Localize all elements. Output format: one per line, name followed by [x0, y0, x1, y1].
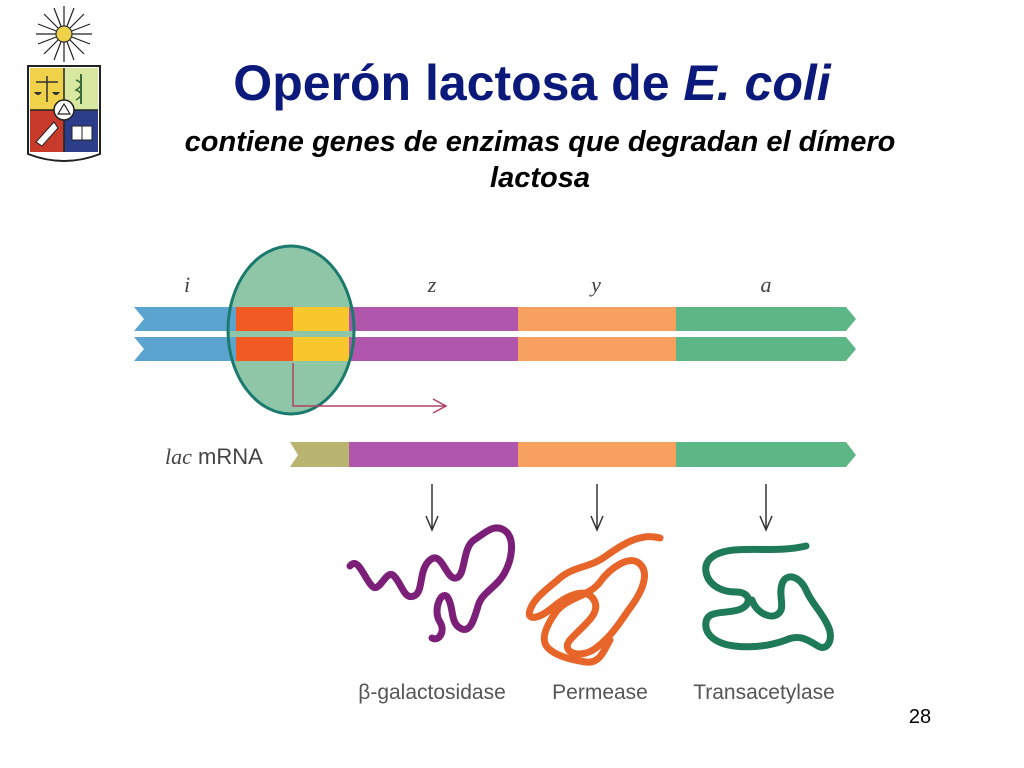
mrna-leader: [290, 442, 349, 467]
mrna-label-text: mRNA: [192, 444, 263, 469]
dna-segment-p: [236, 307, 293, 331]
gene-label-a: a: [761, 272, 772, 297]
dna-segment-a: [676, 307, 856, 331]
gene-label-i: i: [184, 272, 190, 297]
title-main: Operón lactosa de: [233, 55, 684, 111]
down-arrow-icon: [759, 484, 773, 532]
dna-segment-i: [134, 337, 236, 361]
slide-subtitle: contiene genes de enzimas que degradan e…: [100, 124, 980, 196]
transcription-arrow: [292, 363, 448, 414]
shield-icon: [27, 65, 101, 162]
beta-galactosidase-protein-icon: [346, 524, 515, 643]
subtitle-line-1: contiene genes de enzimas que degradan e…: [184, 126, 896, 158]
lac-mrna-bar: [290, 442, 856, 467]
enzyme-label-transacetylase: Transacetylase: [693, 681, 835, 704]
enzyme-label-beta-galactosidase: β-galactosidase: [358, 681, 506, 704]
mrna-label: lac mRNA: [165, 444, 263, 469]
down-arrow-icon: [590, 484, 604, 532]
dna-segment-a: [676, 337, 856, 361]
dna-segment-p: [236, 337, 293, 361]
gene-label-z: z: [427, 272, 437, 297]
mrna-segment-y: [518, 442, 676, 467]
translation-arrows: [425, 484, 773, 532]
dna-segment-y: [518, 307, 676, 331]
mrna-segment-a: [676, 442, 856, 467]
mrna-segment-z: [349, 442, 518, 467]
slide-title: Operón lactosa de E. coli: [0, 48, 1024, 118]
gene-label-y: y: [589, 272, 601, 297]
permease-protein-icon: [525, 533, 664, 666]
dna-bottom-strand: [134, 337, 856, 361]
transacetylase-protein-icon: [702, 542, 834, 651]
enzyme-label-permease: Permease: [552, 681, 648, 704]
operator-region-outline: [226, 244, 356, 416]
dna-segment-z: [349, 337, 518, 361]
dna-segment-o: [293, 337, 349, 361]
dna-segment-o: [293, 307, 349, 331]
page-number: 28: [908, 706, 932, 728]
title-organism: E. coli: [683, 55, 831, 111]
dna-segment-y: [518, 337, 676, 361]
mrna-label-italic: lac: [165, 444, 192, 469]
down-arrow-icon: [425, 484, 439, 532]
star-icon: [36, 6, 92, 62]
dna-top-strand: [134, 307, 856, 331]
dna-segment-i: [134, 307, 236, 331]
university-crest-logo: [27, 6, 101, 162]
subtitle-line-2: lactosa: [490, 162, 590, 194]
dna-segment-z: [349, 307, 518, 331]
